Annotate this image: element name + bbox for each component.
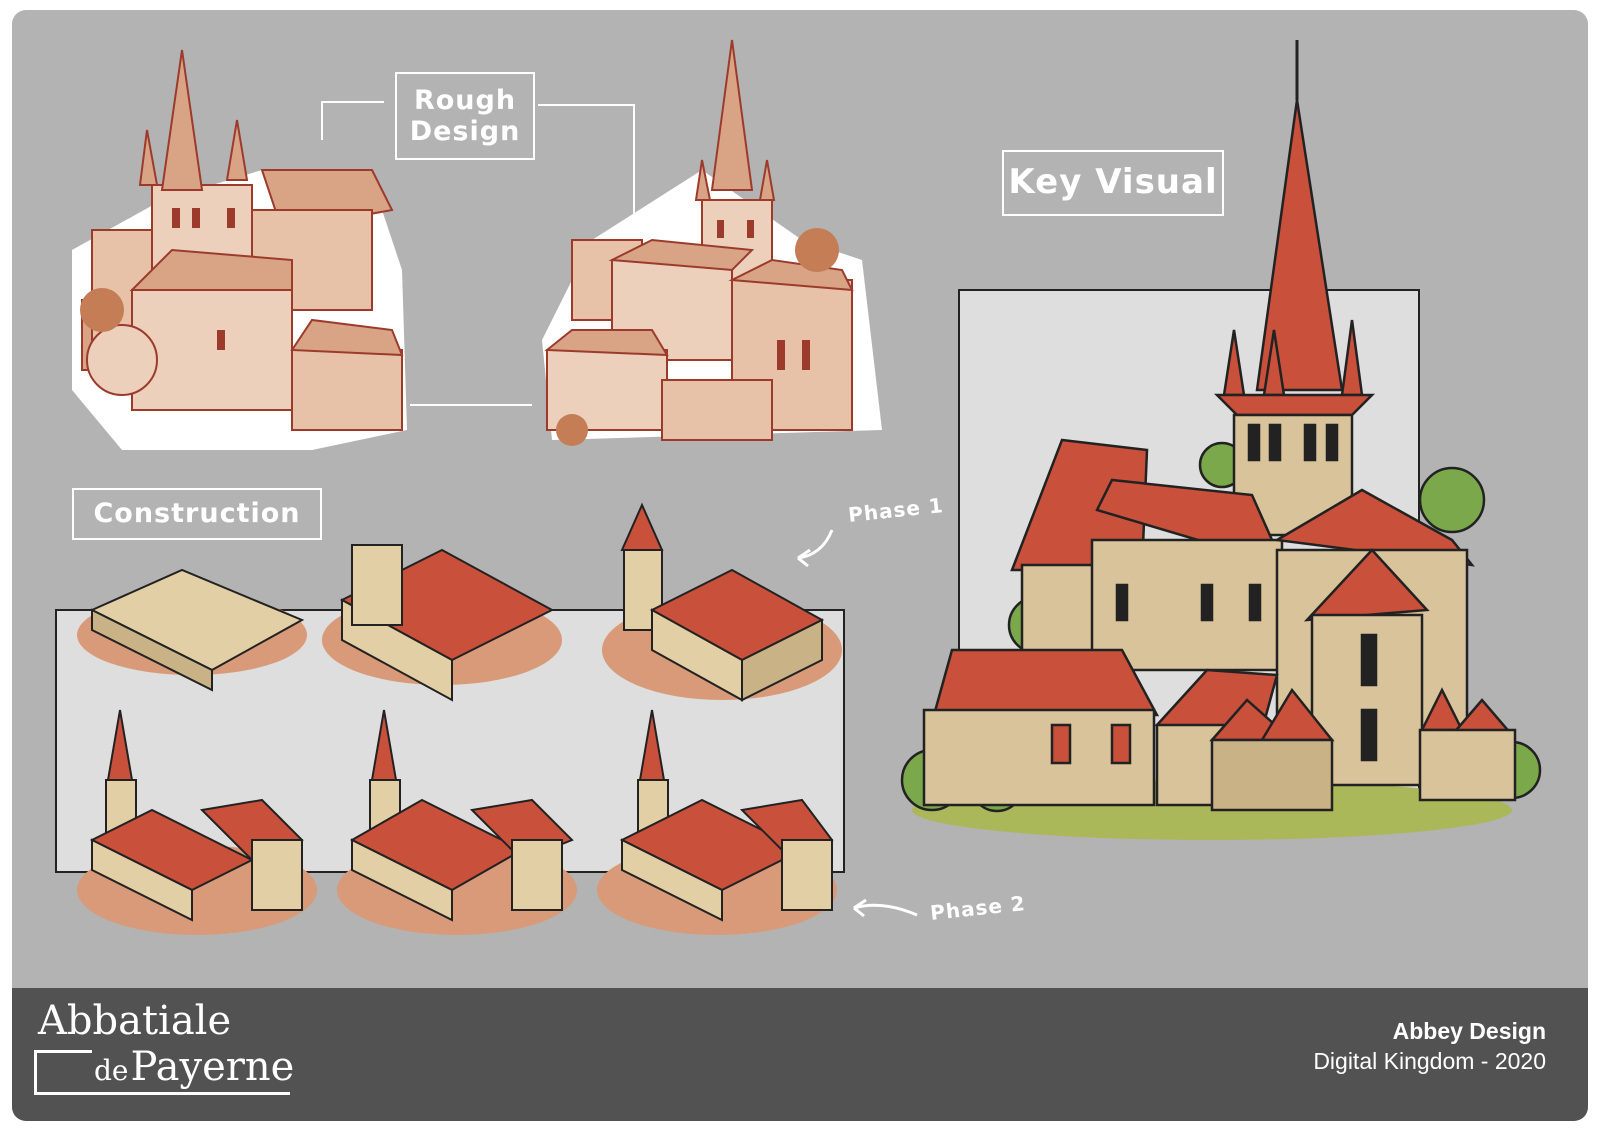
key-visual-abbey xyxy=(900,40,1542,840)
artwork xyxy=(55,39,1542,935)
phase-1-arrow-head xyxy=(797,548,811,568)
phase-1-arrow xyxy=(797,529,834,560)
logo-underline xyxy=(34,1092,290,1095)
credit-title: Abbey Design xyxy=(1392,1018,1546,1044)
logo-payerne: Payerne xyxy=(130,1044,295,1090)
phase-2-arrow-head xyxy=(853,898,867,918)
logo-de: de xyxy=(94,1054,129,1087)
construction-stage-5 xyxy=(337,709,577,935)
rough-design-label-line1: Rough xyxy=(413,84,517,116)
key-visual-label: Key Visual xyxy=(1002,150,1224,216)
construction-stage-2 xyxy=(322,544,562,702)
footer-bar: Abbatiale dePayerne Abbey Design Digital… xyxy=(12,988,1588,1121)
rough-design-label: Rough Design xyxy=(395,72,535,160)
logo-line2: dePayerne xyxy=(94,1044,294,1090)
concept-art-board: Rough Design Construction Key Visual Pha… xyxy=(12,10,1588,1121)
credit-subtitle: Digital Kingdom - 2020 xyxy=(1313,1048,1546,1074)
construction-stage-3 xyxy=(602,502,842,702)
construction-label: Construction xyxy=(72,488,322,540)
connector-lines xyxy=(321,101,635,406)
rough-sketch-1 xyxy=(72,49,407,450)
logo-line1: Abbatiale xyxy=(38,998,232,1044)
logo-bracket xyxy=(34,1050,92,1092)
construction-stage-6 xyxy=(597,709,837,935)
construction-stage-4 xyxy=(77,709,317,935)
construction-stage-1 xyxy=(77,568,307,692)
phase-2-arrow xyxy=(853,903,918,917)
rough-design-label-line2: Design xyxy=(409,116,521,147)
rough-sketch-2 xyxy=(542,39,882,446)
